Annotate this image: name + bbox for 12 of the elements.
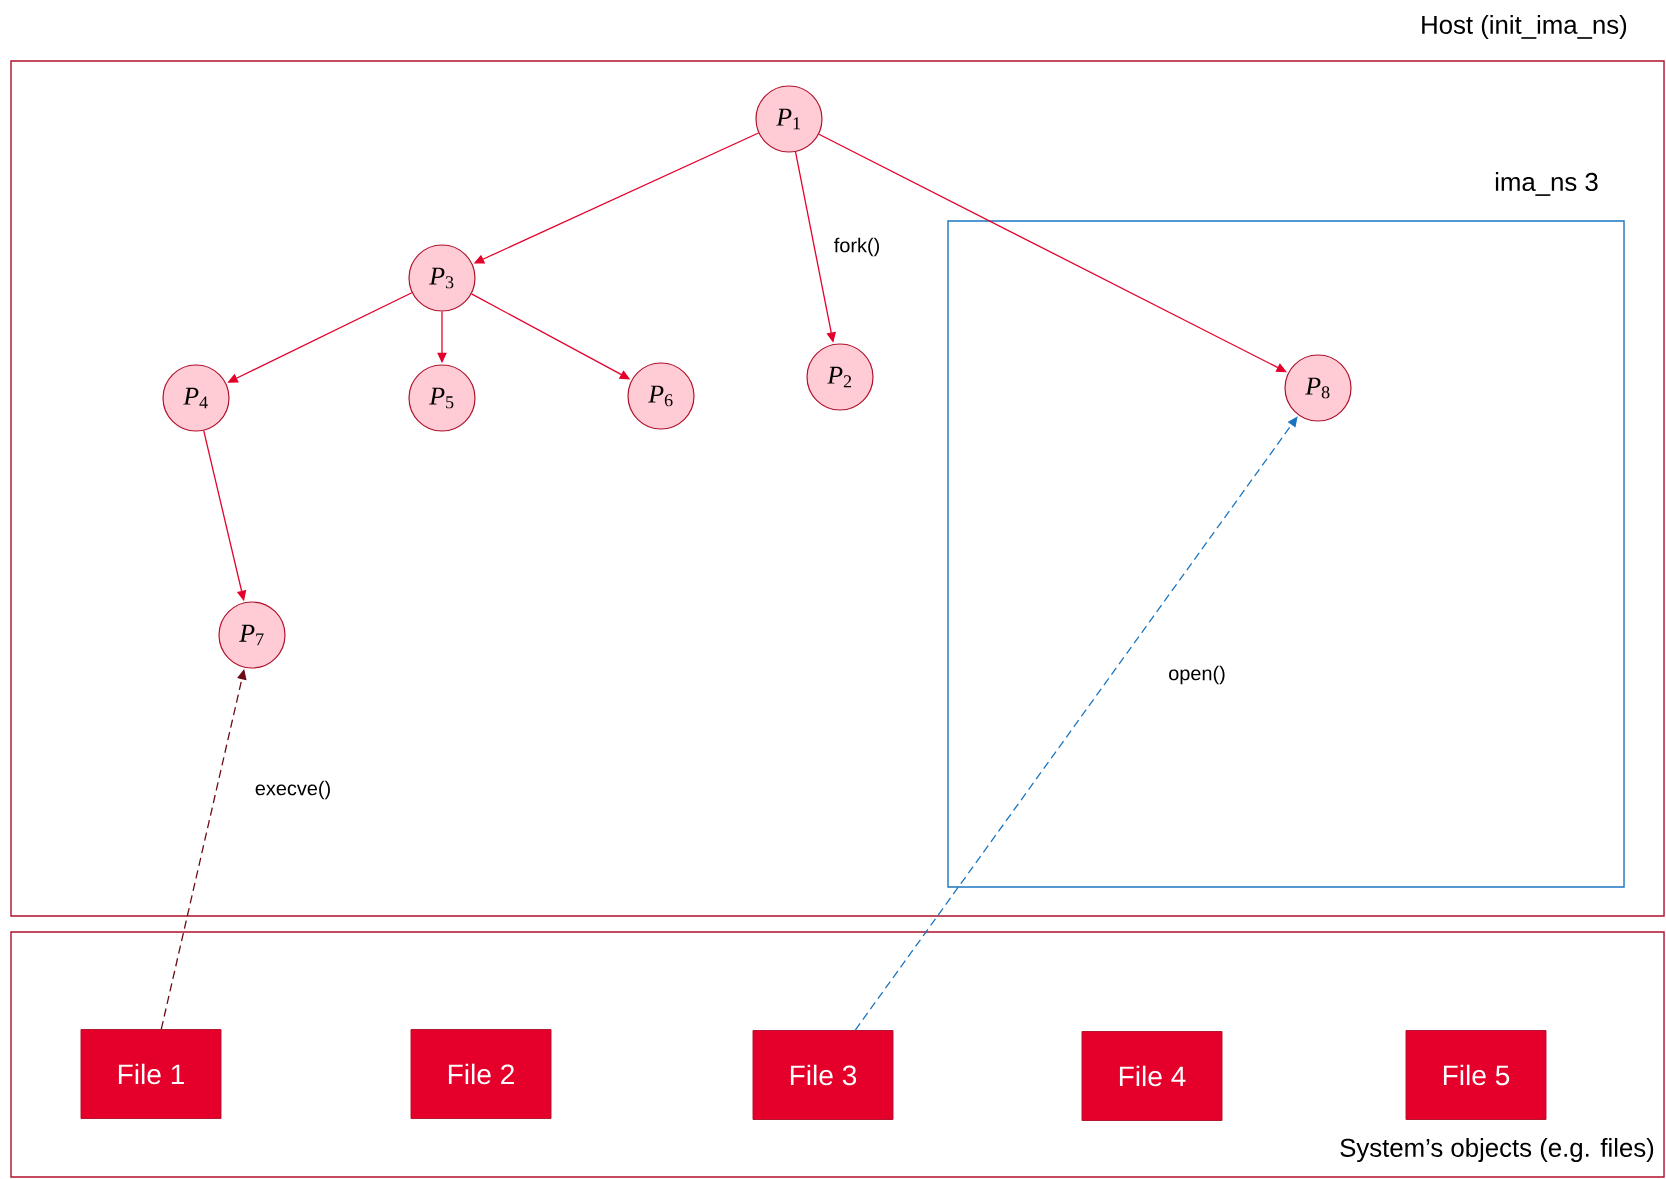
- file-box: File 1: [80, 1029, 222, 1119]
- edge-label: open(): [1166, 663, 1228, 687]
- edge-label: fork(): [832, 235, 882, 259]
- node-label: ima_ns 3: [1495, 172, 1598, 196]
- file-box: File 5: [1405, 1030, 1547, 1120]
- node-label: Host (init_ima_ns): [1422, 14, 1627, 39]
- file-box: File 3: [752, 1030, 894, 1120]
- file-box: File 4: [1081, 1031, 1223, 1121]
- arrow: [818, 133, 1287, 373]
- edge-label: execve(): [253, 779, 333, 802]
- file-box: File 2: [410, 1029, 552, 1119]
- arrow: [854, 416, 1298, 1031]
